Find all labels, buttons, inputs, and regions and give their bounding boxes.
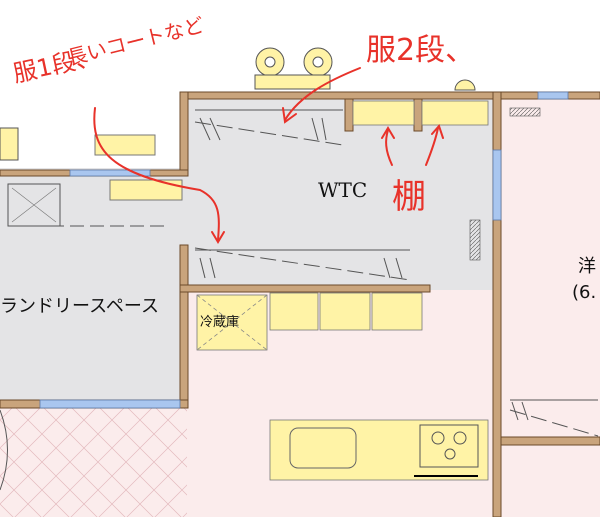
annotation-clothes-2: 服2段、	[366, 33, 476, 68]
dryer-icon	[303, 47, 333, 77]
fridge-cross	[196, 294, 268, 351]
windows	[39, 91, 569, 409]
laundry-space-label: ランドリースペース	[0, 296, 159, 317]
wtc-floor	[187, 98, 494, 290]
room-hatch	[509, 107, 541, 117]
western-room-size: (6.	[572, 282, 597, 303]
wtc-room-label: WTC	[318, 178, 368, 202]
fridge-label: 冷蔵庫	[200, 315, 240, 330]
door-swing	[0, 409, 8, 491]
western-room-label: 洋	[578, 256, 596, 277]
laundry-shelf	[94, 134, 156, 156]
hanging-rods	[194, 109, 599, 437]
sink-icon	[289, 427, 357, 469]
laundry-counter	[109, 179, 183, 201]
washer-icon	[255, 47, 285, 77]
tile-pattern	[0, 405, 187, 517]
wtc-upper-shelves	[352, 100, 489, 126]
water-heater-icon	[0, 127, 19, 161]
kitchen-cabinets	[269, 292, 423, 331]
laundry-sink-cross	[11, 187, 57, 223]
laundry-floor	[0, 168, 187, 400]
western-room-floor	[498, 98, 600, 517]
stove-icon	[419, 424, 479, 468]
light-icon	[454, 79, 476, 91]
annotation-shelf: 棚	[392, 177, 426, 217]
closet-hatch	[469, 219, 481, 261]
annotation-arrows	[93, 67, 444, 244]
